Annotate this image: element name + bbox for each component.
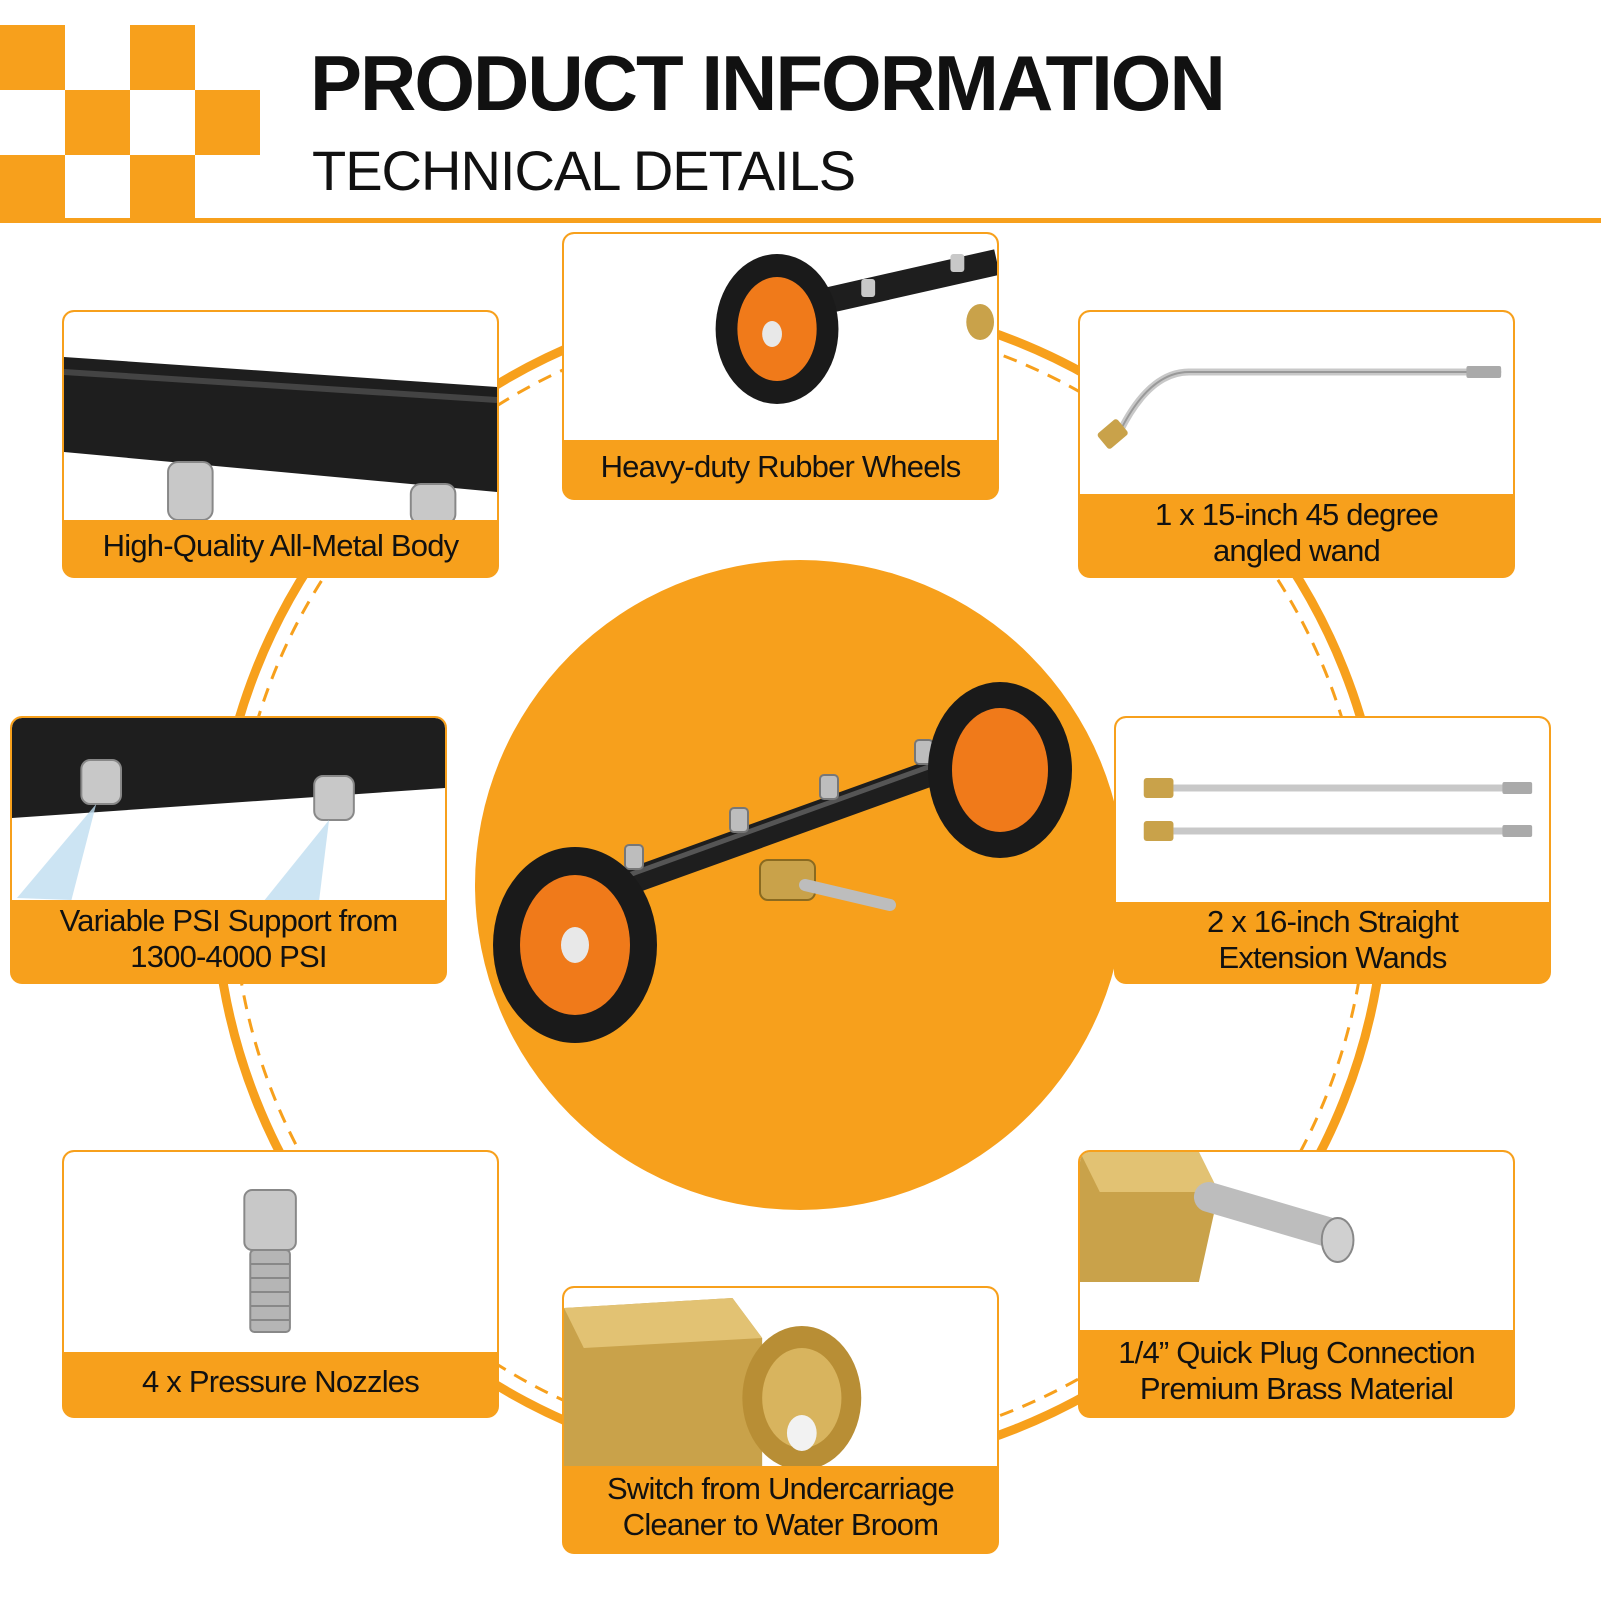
- metal-tube-icon: [64, 357, 497, 520]
- page-title: PRODUCT INFORMATION: [310, 39, 1226, 127]
- center-product-disc: [475, 560, 1125, 1210]
- header-divider: [0, 218, 1601, 223]
- feature-label: 4 x Pressure Nozzles: [142, 1364, 420, 1399]
- brass-switch-icon: [564, 1298, 862, 1466]
- spray-nozzle-icon: [12, 718, 445, 900]
- undercarriage-cleaner-icon: [493, 682, 1072, 1043]
- straight-wand-icon: [1143, 778, 1533, 841]
- feature-card-rubber-wheels: Heavy-duty Rubber Wheels: [562, 232, 999, 500]
- feature-label: Heavy-duty Rubber Wheels: [600, 449, 962, 484]
- feature-card-metal-body: High-Quality All-Metal Body: [62, 310, 499, 578]
- header-checker-pattern: [0, 0, 260, 220]
- feature-card-pressure-nozzles: 4 x Pressure Nozzles: [62, 1150, 499, 1418]
- quick-plug-icon: [1080, 1152, 1355, 1282]
- rubber-wheel-icon: [715, 249, 997, 404]
- feature-label: High-Quality All-Metal Body: [102, 528, 460, 563]
- page-subtitle: TECHNICAL DETAILS: [312, 139, 856, 202]
- pressure-nozzle-icon: [243, 1189, 297, 1333]
- angled-wand-icon: [1097, 366, 1502, 449]
